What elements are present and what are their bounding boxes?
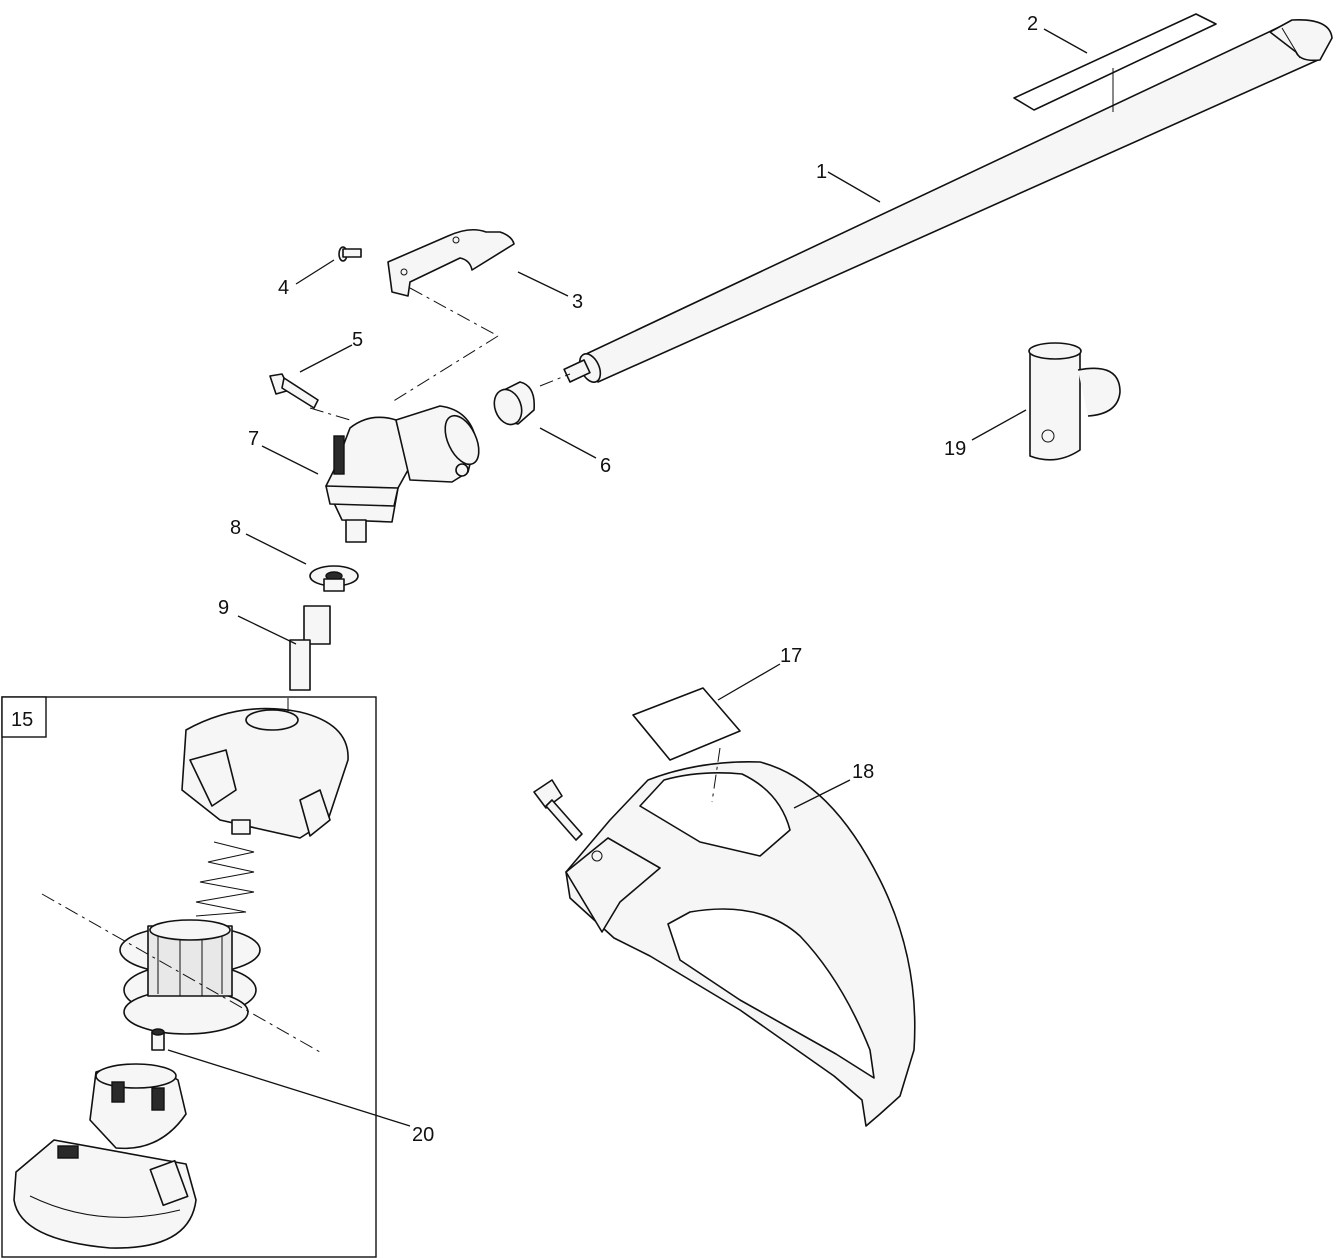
callout-8: 8: [230, 517, 241, 539]
part-mounting-bracket: [387, 228, 515, 297]
part-trimmer-head-kit: [1, 696, 377, 1258]
callout-20: 20: [412, 1124, 434, 1146]
part-shaft-tube: [563, 19, 1333, 383]
callout-3: 3: [572, 291, 583, 313]
part-spacer: [289, 605, 331, 691]
part-long-bolt: [269, 373, 319, 409]
part-washer: [309, 565, 359, 592]
callout-1: 1: [816, 161, 827, 183]
callout-5: 5: [352, 329, 363, 351]
part-bushing: [493, 381, 536, 426]
callout-9: 9: [218, 597, 229, 619]
callout-labels: 1 2 3 4 5 6 7 8 9 15 17 18 19 20: [11, 13, 1038, 1146]
part-guard-label: [632, 687, 741, 761]
part-grass-guard: [565, 761, 916, 1127]
part-bracket-screw: [338, 246, 362, 262]
callout-7: 7: [248, 428, 259, 450]
callout-6: 6: [600, 455, 611, 477]
part-guard-bolt: [533, 779, 583, 841]
part-gearhead: [325, 405, 480, 543]
callout-17: 17: [780, 645, 802, 667]
centerlines: [41, 287, 721, 1053]
part-tube-clamp: [1028, 342, 1121, 461]
callout-18: 18: [852, 761, 874, 783]
part-decal-label: [1013, 13, 1217, 112]
leader-lines: [167, 28, 1088, 1127]
callout-15: 15: [11, 709, 33, 731]
callout-19: 19: [944, 438, 966, 460]
callout-4: 4: [278, 277, 289, 299]
callout-2: 2: [1027, 13, 1038, 35]
